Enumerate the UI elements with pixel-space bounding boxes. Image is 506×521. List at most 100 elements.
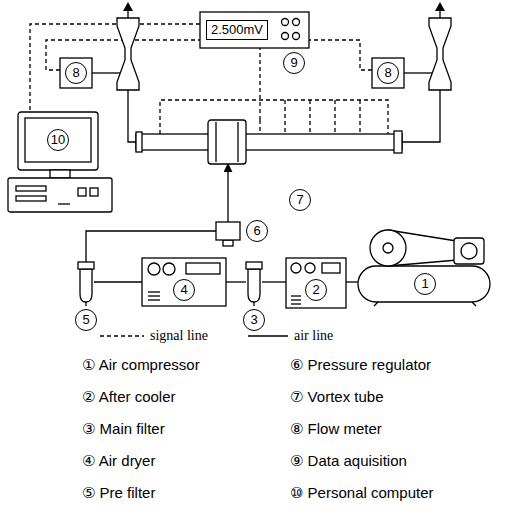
part-name: ⑩ Personal computer [290,484,434,502]
callout-number: 3 [243,309,265,331]
thermocouple-wire [309,100,310,134]
daq-button [282,19,289,26]
computer-case [8,178,112,212]
exhaust-arrowhead [435,2,445,11]
motor-pulley [461,243,477,259]
cold-orifice [136,132,142,152]
gauge-box [372,58,404,88]
air-line [402,90,440,142]
regulator-knob [223,240,233,246]
dial [148,263,160,275]
part-name: ③ Main filter [82,420,165,438]
air-line [262,281,286,282]
signal-line [259,48,260,120]
legend-sample [100,327,144,345]
air-line [128,90,136,142]
part-name: ⑦ Vortex tube [290,388,384,406]
daq-case [200,12,309,48]
legend-item: signal line [100,327,208,345]
exhaust-arrowhead [123,2,133,11]
pre-filter: 5 [78,262,94,302]
legend-sample-line [100,335,144,336]
filter-bowl [248,269,260,302]
callout-number: 2 [305,279,327,301]
daq-button [293,19,300,26]
flywheel [370,230,406,266]
air-dryer: 4 [142,258,226,306]
thermocouple-wire [160,100,388,134]
monitor-case [18,112,98,170]
flow-meter: 8 [60,18,142,90]
vent-grill [148,295,160,296]
part-name: ④ Air dryer [82,452,155,470]
motor [454,238,484,264]
vent-grill [291,299,301,300]
air-tank [358,266,490,302]
legend-sample-line [248,335,288,336]
regulator-body [216,222,240,240]
drive-slot [16,186,46,191]
node-outline [8,112,112,212]
legend-text: signal line [150,328,208,344]
filter-bowl [80,269,92,302]
thermocouple-wire [284,100,285,134]
daq-button [282,33,289,40]
case-button [78,188,86,196]
control-panel [186,263,220,274]
dryer-case [142,258,226,306]
signal-line [30,24,200,112]
air-compressor: 1 [358,228,492,306]
callout-number: 1 [414,273,436,295]
callout-number: 5 [75,309,97,331]
pressure-regulator: 6 [216,222,240,240]
part-name: ① Air compressor [82,356,200,374]
daq-button [293,33,300,40]
part-name: ⑨ Data aquisition [290,452,407,470]
legend-item: air line [248,327,333,345]
air-line [94,281,142,282]
callout-number: 8 [65,62,87,84]
case-detail [58,203,70,204]
filter-head [246,262,262,269]
case-button [90,188,98,196]
control-panel [322,263,340,273]
filter-head [78,262,94,269]
monitor-stand [50,170,70,178]
thermocouple-wire [259,120,260,134]
node-outline [136,120,402,164]
gauge-box [60,58,92,88]
vent-grill [148,299,160,300]
tube-body [136,134,402,150]
personal-computer: 10 [8,112,112,212]
main-filter: 3 [246,262,262,302]
thermocouple-wire [359,100,360,134]
flow-meter: 8 [372,18,454,90]
node-outline [78,262,94,302]
thermocouple-wire [334,100,335,134]
venturi-body [429,18,451,90]
node-outline [246,262,262,302]
after-cooler: 2 [286,258,346,308]
callout-number: 4 [173,279,195,301]
vent-grill [148,291,160,292]
control-valve [394,131,402,153]
dial [291,263,301,273]
venturi-body [117,18,139,90]
vent-grill [291,303,301,304]
air-line [227,164,228,222]
pressure-tap [92,72,121,73]
vortex-tube: 7 [136,120,402,164]
cooler-case [286,258,346,308]
callout-number: 10 [47,129,69,151]
flywheel-hub [383,243,393,253]
legend-sample [248,327,288,345]
dial [305,263,315,273]
signal-line [309,40,372,70]
air-line [226,281,246,282]
part-name: ⑧ Flow meter [290,420,382,438]
callout-number: 8 [377,62,399,84]
vent-grill [291,295,301,296]
monitor-screen [25,118,91,162]
